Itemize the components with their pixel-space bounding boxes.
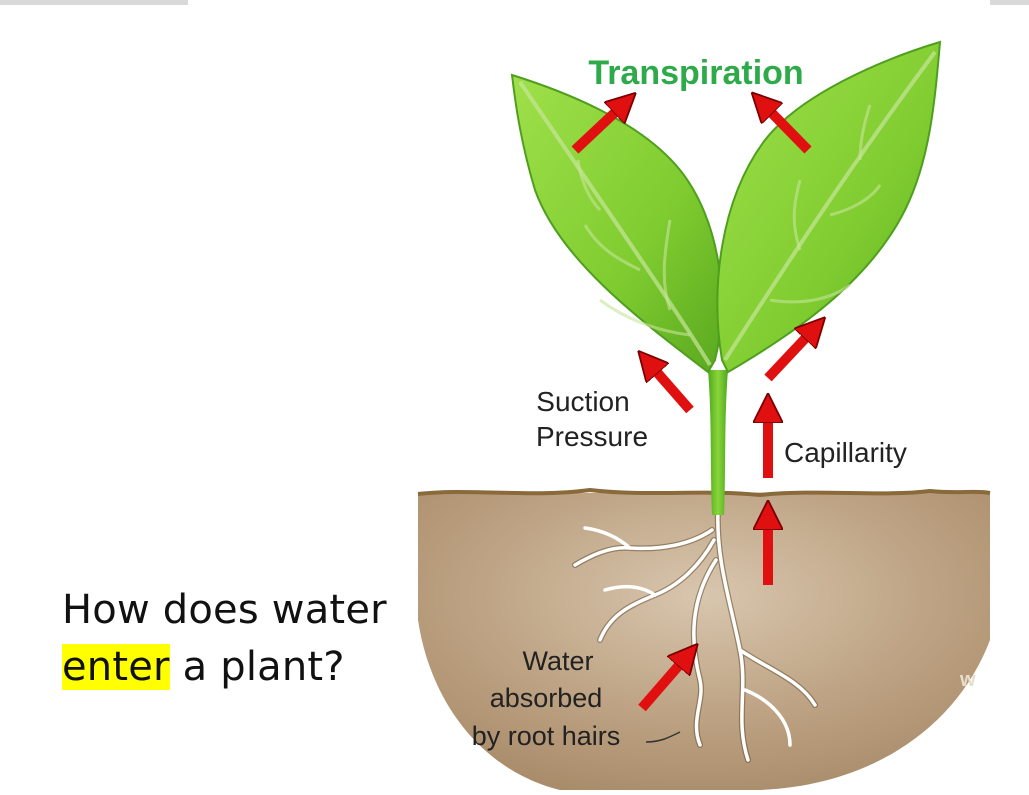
roots bbox=[572, 507, 818, 763]
top-bar-right bbox=[990, 0, 1029, 5]
suction-label-line2: Pressure bbox=[536, 421, 648, 452]
top-bar-left bbox=[0, 0, 188, 5]
suction-arrow bbox=[648, 362, 694, 414]
soil bbox=[418, 490, 990, 790]
root-hair-arrow bbox=[638, 655, 688, 712]
water-label-line1: Water bbox=[522, 646, 593, 676]
left-leaf-side-veins bbox=[576, 159, 691, 337]
stem bbox=[708, 370, 728, 515]
transpiration-arrow-right bbox=[762, 103, 812, 154]
question-line2: enter a plant? bbox=[62, 639, 387, 696]
transpiration-arrow-left bbox=[571, 103, 625, 154]
question-text: How does water enter a plant? bbox=[62, 582, 387, 696]
question-line1: How does water bbox=[62, 587, 387, 633]
suction-label-line1: Suction bbox=[536, 386, 629, 417]
ground-line bbox=[417, 487, 991, 498]
highlighted-word: enter bbox=[62, 644, 170, 690]
question-line2-rest: a plant? bbox=[169, 644, 345, 690]
left-leaf-vein bbox=[518, 80, 712, 367]
watermark: w bbox=[959, 669, 976, 691]
right-leaf-side-veins bbox=[769, 104, 882, 304]
water-label-line3: by root hairs bbox=[472, 721, 621, 751]
transpiration-title: Transpiration bbox=[588, 54, 803, 92]
water-label-line2: absorbed bbox=[490, 683, 603, 713]
right-leaf-vein bbox=[723, 50, 937, 362]
root-hair-pointer bbox=[645, 731, 681, 743]
upper-right-arrow bbox=[764, 328, 815, 382]
capillarity-label: Capillarity bbox=[784, 437, 907, 468]
arrows bbox=[571, 103, 815, 712]
